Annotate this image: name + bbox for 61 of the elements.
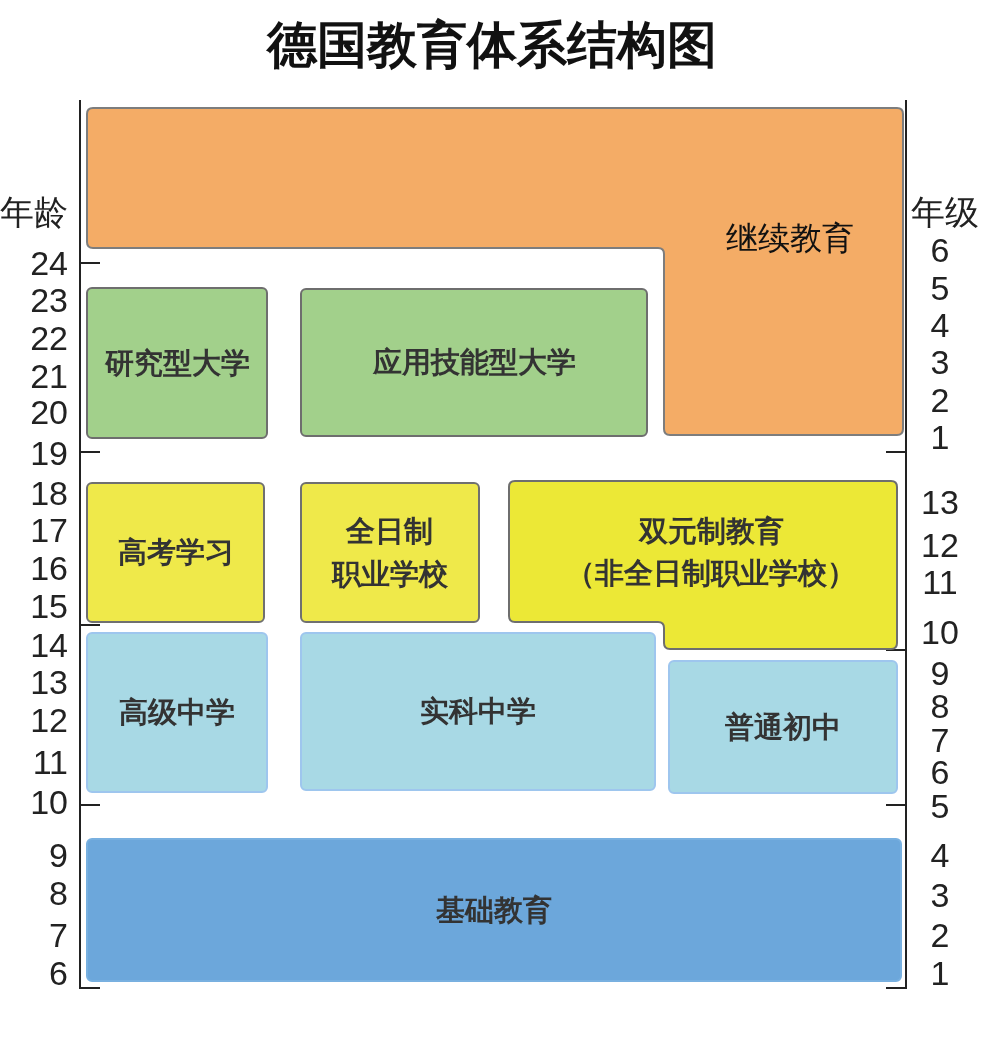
stage-box [668, 660, 898, 794]
grade-number: 8 [930, 691, 950, 721]
age-number: 18 [30, 478, 68, 508]
grade-number: 2 [930, 920, 950, 950]
grade-number: 1 [930, 422, 950, 452]
box-note: （非全日制职业学校） [566, 555, 856, 592]
grade-number: 12 [921, 530, 959, 560]
box-label: 双元制教育 [638, 512, 784, 550]
age-number: 15 [30, 591, 68, 621]
box-label: 普通初中 [725, 708, 841, 746]
age-number: 9 [49, 840, 68, 870]
box-label: 继续教育 [726, 217, 854, 259]
grade-number: 6 [930, 235, 950, 265]
grade-number: 2 [930, 385, 950, 415]
age-number: 17 [30, 515, 68, 545]
grade-number: 11 [922, 567, 958, 597]
box-label: 应用技能型大学 [372, 344, 576, 382]
box-label: 全日制职业学校 [330, 513, 449, 593]
grade-number: 3 [930, 347, 950, 377]
axis-title: 年龄 [0, 197, 68, 227]
l-shaped-box [86, 107, 904, 436]
grade-number: 9 [930, 658, 950, 688]
stage-box [300, 288, 648, 437]
age-number: 8 [49, 878, 68, 908]
age-number: 24 [30, 248, 68, 278]
age-number: 16 [30, 553, 68, 583]
grade-number: 3 [930, 880, 950, 910]
stage-box [86, 287, 268, 439]
age-number: 10 [30, 787, 68, 817]
notched-box [508, 480, 898, 650]
box-label: 研究型大学 [104, 344, 250, 382]
age-number: 6 [49, 958, 68, 988]
box-label: 高级中学 [119, 694, 235, 732]
box-label: 高考学习 [117, 534, 234, 572]
grade-number: 1 [930, 958, 950, 988]
grade-number: 5 [930, 791, 950, 821]
grade-number: 4 [930, 310, 950, 340]
age-number: 7 [49, 920, 68, 950]
age-number: 22 [30, 323, 68, 353]
grade-number: 10 [921, 617, 959, 647]
age-number: 21 [30, 361, 68, 391]
box-label: 基础教育 [436, 891, 552, 929]
age-number: 19 [30, 438, 68, 468]
age-number: 13 [30, 667, 68, 697]
grade-number: 7 [930, 725, 950, 755]
grade-number: 5 [930, 273, 950, 303]
stage-box [86, 632, 268, 793]
diagram-title: 德国教育体系结构图 [266, 15, 717, 76]
stage-box [300, 632, 656, 791]
age-number: 23 [30, 285, 68, 315]
grade-number: 4 [930, 840, 950, 870]
stage-box [86, 838, 902, 982]
box-label: 实科中学 [420, 693, 536, 731]
grade-number: 6 [930, 757, 950, 787]
age-number: 12 [30, 705, 68, 735]
stage-box [86, 482, 265, 623]
grade-number: 13 [921, 487, 959, 517]
age-number: 14 [30, 630, 68, 660]
age-number: 11 [32, 747, 68, 777]
stage-box [300, 482, 480, 623]
age-number: 20 [30, 397, 68, 427]
